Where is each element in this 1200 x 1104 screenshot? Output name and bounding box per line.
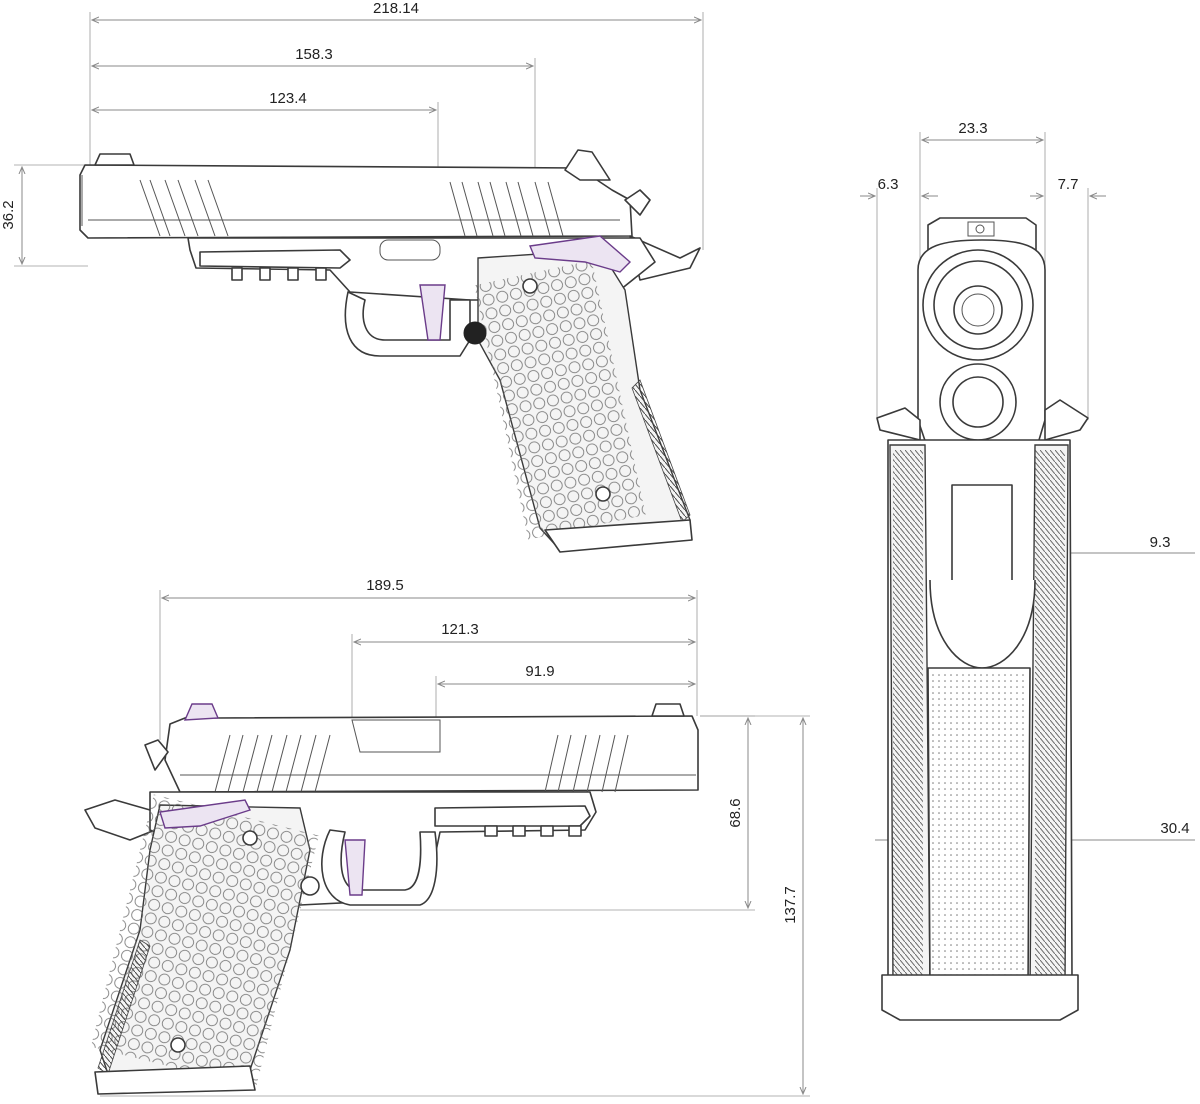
dimension-label: 6.3 [878,176,899,193]
pistol-right-side [79,149,701,553]
dimension-left-safety-width: 6.3 [860,176,938,420]
dimension-label: 36.2 [0,200,17,229]
dimension-label: 7.7 [1058,176,1079,193]
dimension-slide-to-rear: 158.3 [92,46,536,180]
rear-slide-serrations [449,181,564,237]
dimension-label: 121.3 [441,621,479,638]
dimension-overall-length-left: 189.5 [159,577,698,740]
dimension-front-to-ejection: 123.4 [92,90,439,240]
dimension-label: 23.3 [958,120,987,137]
dimension-label: 137.7 [782,886,799,924]
dimension-label: 30.4 [1160,820,1189,837]
dimension-slide-height: 36.2 [0,164,88,267]
right-side-view: 218.14 158.3 123.4 36.2 [0,0,704,553]
accessory-rail-left [484,825,582,837]
dimension-slide-length-left: 121.3 [351,621,695,720]
front-slide-serrations [139,179,229,237]
dimension-label: 68.6 [727,798,744,827]
dimension-overall-height: 137.7 [100,715,810,1097]
pistol-left-side [84,703,699,1095]
dimension-label: 158.3 [295,46,333,63]
dimension-right-safety-width: 7.7 [1030,176,1106,420]
dimension-label: 218.14 [373,0,419,17]
dimension-overall-length: 218.14 [89,0,704,250]
left-side-view: 189.5 121.3 91.9 68.6 137.7 [84,577,810,1097]
dimension-label: 123.4 [269,90,307,107]
pistol-rear [876,217,1089,1021]
dimension-label: 91.9 [525,663,554,680]
rear-view: 23.3 6.3 7.7 9.3 30.4 [860,120,1195,1021]
dimension-label: 189.5 [366,577,404,594]
dimension-label: 9.3 [1150,534,1171,551]
